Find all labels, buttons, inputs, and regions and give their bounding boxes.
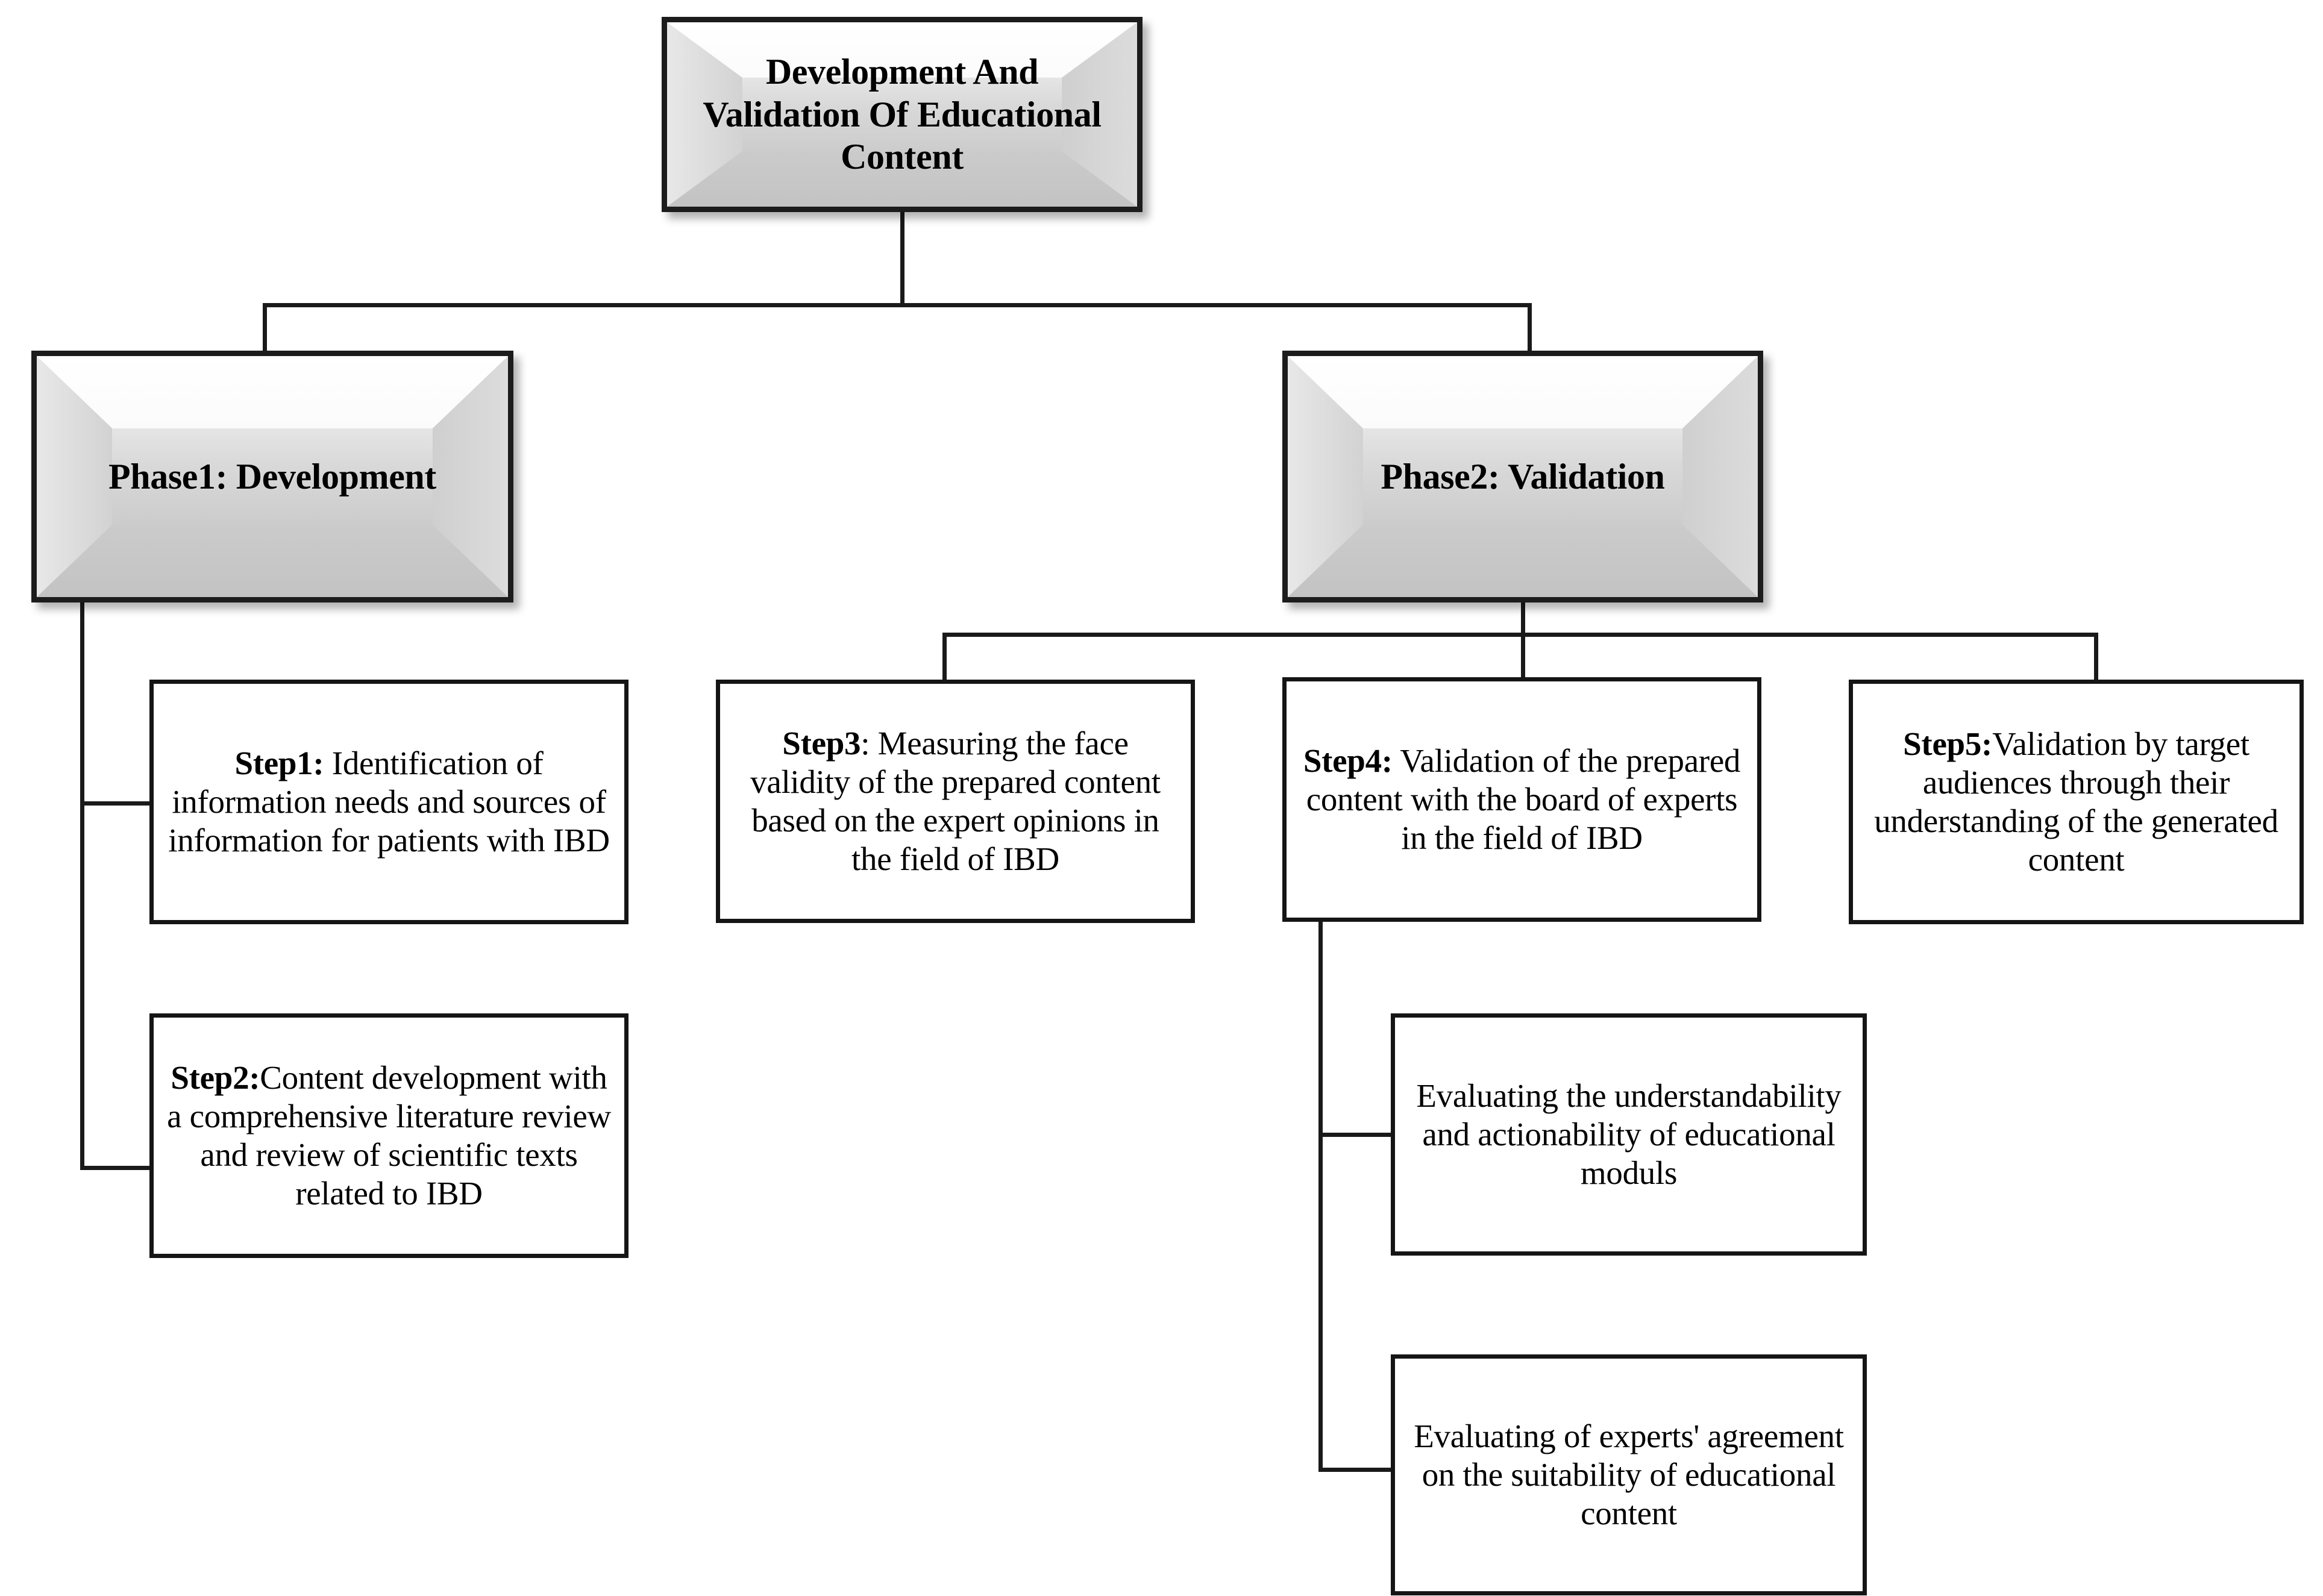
step2-prefix: Step2: [171,1059,260,1097]
root-bevel-bottom [667,151,1137,207]
node-phase2[interactable]: Phase2: Validation [1282,351,1763,602]
edge-root-to-phase2 [1528,303,1532,352]
node-step5[interactable]: Step5:Validation by target audiences thr… [1849,680,2304,924]
step1-body: Identification of information needs and … [168,745,610,859]
phase2-bevel-bottom [1288,525,1758,597]
phase1-bevel-bottom [37,525,508,597]
edge-phase2-to-step4 [1521,633,1525,682]
phase1-bevel-top [37,356,508,428]
node-step4-sub2[interactable]: Evaluating of experts' agreement on the … [1391,1354,1867,1595]
edge-root-stem [900,212,904,307]
edge-phase1-trunk [80,601,84,1170]
edge-step4-to-sub1 [1318,1133,1395,1137]
edge-root-bus [263,303,1532,307]
node-step3[interactable]: Step3: Measuring the face validity of th… [716,680,1195,923]
step5-label: Step5:Validation by target audiences thr… [1861,725,2291,878]
node-step2[interactable]: Step2:Content development with a compreh… [149,1013,629,1258]
step2-label: Step2:Content development with a compreh… [162,1059,616,1212]
phase1-label: Phase1: Development [108,456,436,496]
step2-body: Content development with a comprehensive… [167,1059,611,1212]
step3-prefix: Step3 [782,725,861,762]
root-label-line2: Validation Of Educational [703,94,1102,134]
node-step4-sub1[interactable]: Evaluating the understandability and act… [1391,1013,1867,1256]
root-label-line3: Content [841,137,964,177]
step5-prefix: Step5: [1903,725,1993,763]
step1-label: Step1: Identification of information nee… [162,744,616,859]
step5-body: Validation by target audiences through t… [1874,725,2278,878]
edge-step4-to-sub2 [1318,1468,1395,1472]
edge-phase2-to-step3 [942,633,947,682]
edge-phase2-bus [942,633,2098,637]
edge-phase2-stem [1521,601,1525,636]
edge-step4-trunk [1318,919,1323,1472]
step3-label: Step3: Measuring the face validity of th… [729,724,1182,878]
edge-phase2-to-step5 [2094,633,2098,682]
root-bevel-top [667,22,1137,78]
root-label: Development And Validation Of Educationa… [667,51,1137,178]
step4-body: Validation of the prepared content with … [1306,742,1741,856]
edge-phase1-to-step1 [80,801,154,806]
step4-label: Step4: Validation of the prepared conten… [1295,742,1749,857]
step4-prefix: Step4: [1303,742,1393,780]
step1-prefix: Step1: [234,745,324,782]
node-step4[interactable]: Step4: Validation of the prepared conten… [1282,677,1761,922]
node-step1[interactable]: Step1: Identification of information nee… [149,680,629,924]
step3-body: : Measuring the face validity of the pre… [750,725,1161,877]
sub2-label: Evaluating of experts' agreement on the … [1414,1418,1844,1532]
node-root[interactable]: Development And Validation Of Educationa… [662,17,1143,212]
sub1-label: Evaluating the understandability and act… [1416,1077,1842,1191]
edge-phase1-to-step2 [80,1166,154,1170]
edge-root-to-phase1 [263,303,267,352]
phase2-bevel-top [1288,356,1758,428]
root-label-line1: Development And [765,51,1039,92]
phase2-label: Phase2: Validation [1381,456,1665,496]
node-phase1[interactable]: Phase1: Development [31,351,513,602]
